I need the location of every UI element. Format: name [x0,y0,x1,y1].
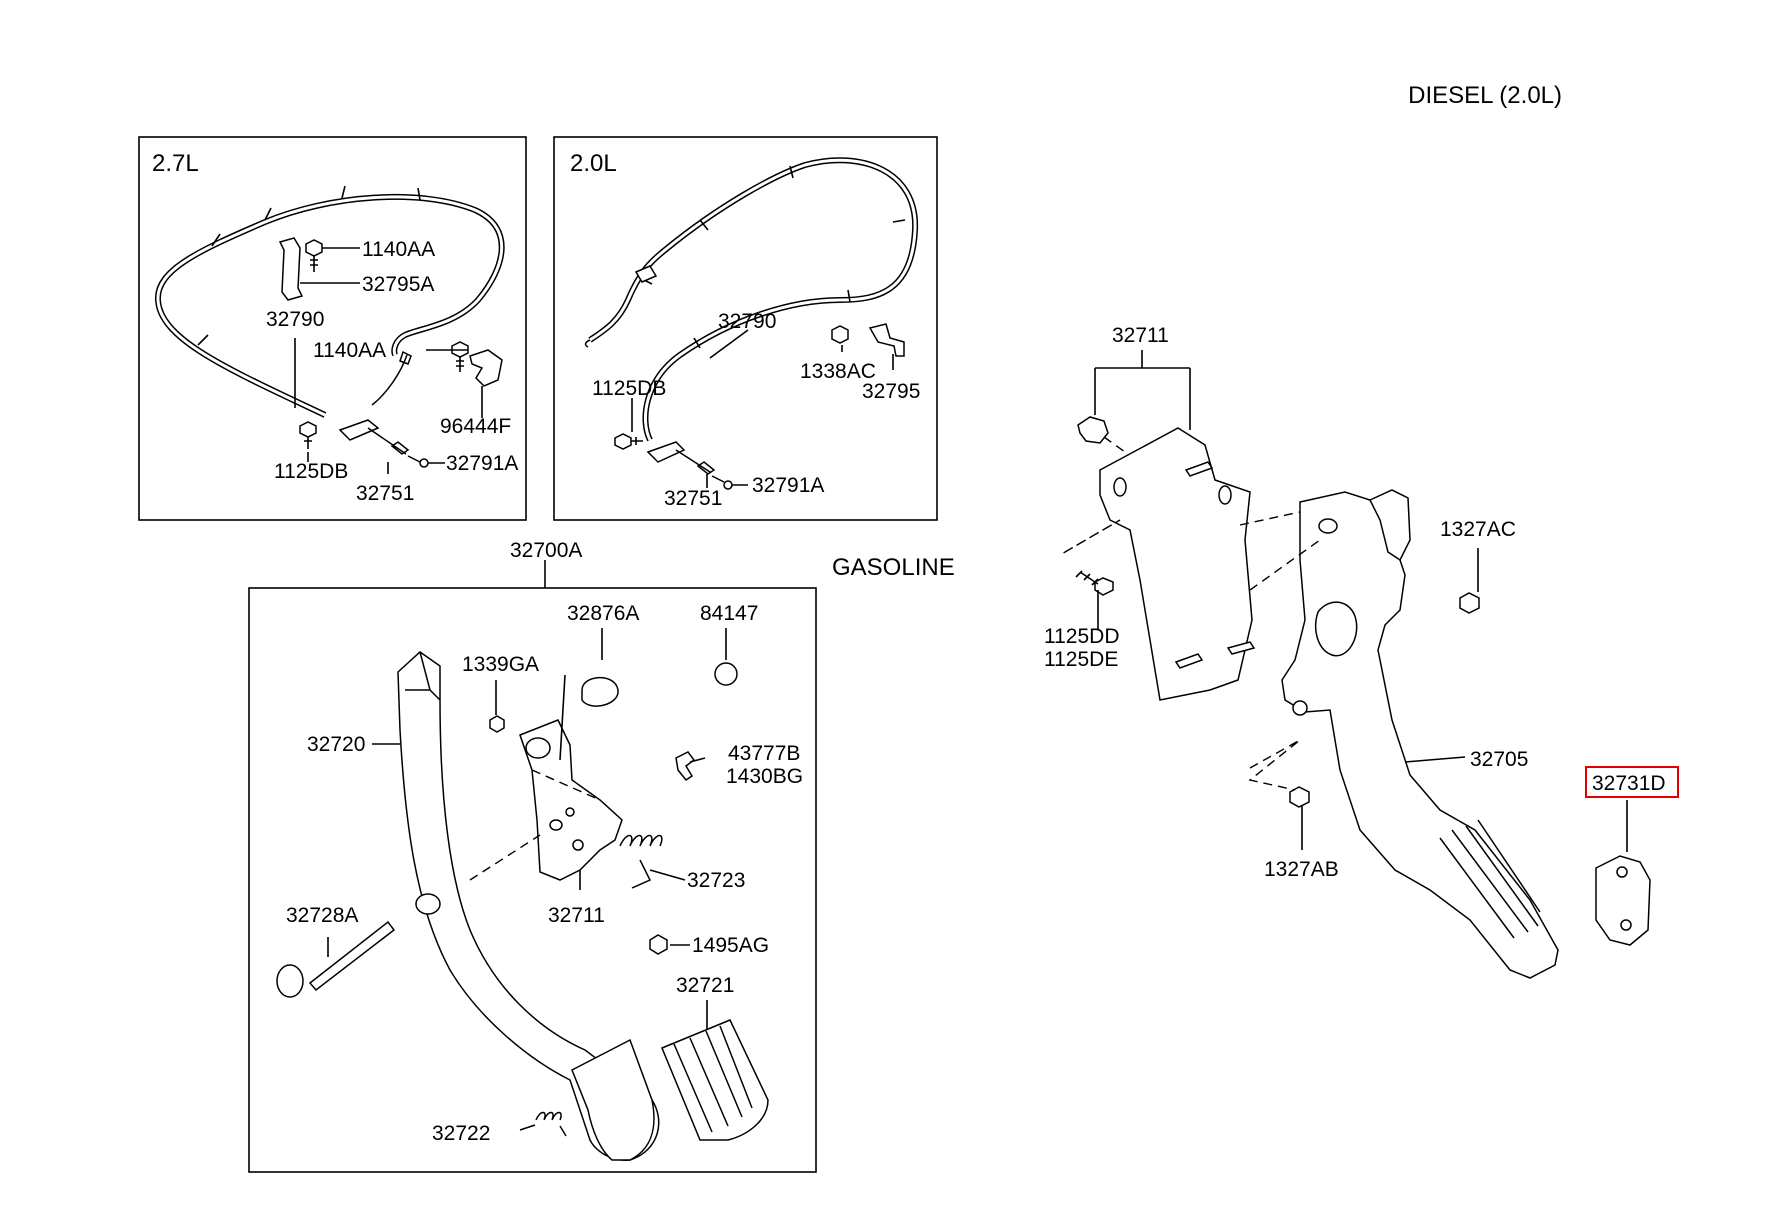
label-43777b: 43777B [728,742,800,765]
label-32795a: 32795A [362,273,434,296]
cap-84147 [714,662,738,686]
label-32876a: 32876A [567,602,639,625]
bracket-plate-32711 [1099,427,1253,701]
stopper-32876a [581,676,619,707]
spring-32722 [535,1111,567,1137]
nut-32711 [1077,416,1109,444]
cable-flange-2-7l [338,419,380,441]
pedal-pin-32728a [276,920,396,998]
label-96444f: 96444F [440,415,511,438]
label-1125db: 1125DB [274,460,348,483]
clip-32795 [868,323,905,357]
gasoline-assembly-frame [248,587,817,1173]
label-1339ga: 1339GA [462,653,539,676]
inset-2-7l: 2.7L 11 [138,136,527,521]
nut-1327ab [1289,786,1310,808]
label-32700a: 32700A [510,539,582,562]
label-1327ac: 1327AC [1440,518,1516,541]
nut-1327ac [1459,592,1480,614]
label-1327ab: 1327AB [1264,858,1339,881]
label-32720: 32720 [307,733,365,756]
label-1125de: 1125DE [1044,648,1118,671]
label-32791a-2-0l: 32791A [752,474,824,497]
cable-end-ball-2-7l [419,458,429,468]
label-32751: 32751 [356,482,414,505]
gasoline-label: GASOLINE [832,554,955,581]
plate-32731d [1595,855,1651,946]
bolt-1125dd [1075,570,1114,596]
label-1140aa-top: 1140AA [362,238,435,261]
inset-2-7l-frame [138,136,527,521]
bolt-1140aa-top [305,239,323,272]
label-1338ac: 1338AC [800,360,876,383]
pedal-module-pad [1439,819,1541,939]
clip-43777b [675,751,696,782]
label-1125db-2-0l: 1125DB [592,377,666,400]
cable-flange-2-0l [646,441,686,463]
nut-1495ag [649,934,668,955]
inset-2-0l-frame [553,136,938,521]
pedal-module-32705 [1281,491,1559,979]
cable-inner-2-7l [367,427,421,463]
gasoline-assembly: 32700A [248,539,817,1173]
cable-inner-2-0l [675,449,725,483]
cable-fitting-2-0l [634,265,658,283]
bolt-1125db-2-0l [614,433,643,450]
label-32711-gasoline: 32711 [548,904,605,927]
label-1140aa-mid: 1140AA [313,339,386,362]
diesel-assembly: 32711 1327AC 1125DD 1125DE 32705 32731D … [1044,324,1679,979]
bracket-32795a [278,237,304,301]
label-32711-diesel: 32711 [1112,324,1169,347]
label-32790-2-0l: 32790 [718,310,776,333]
cable-end-2-7l [371,350,412,406]
label-32722: 32722 [432,1122,490,1145]
inset-2-7l-title: 2.7L [152,150,199,177]
accelerator-cable-2-7l [154,185,505,418]
highlight-32731d [1585,766,1679,798]
bolt-1140aa-mid [451,341,469,372]
label-1430bg: 1430BG [726,765,803,788]
label-32751-2-0l: 32751 [664,487,722,510]
label-32705: 32705 [1470,748,1528,771]
pedal-pad-arm [571,1038,655,1161]
label-84147: 84147 [700,602,758,625]
label-32723: 32723 [687,869,745,892]
label-32795: 32795 [862,380,920,403]
pedal-pivot-hole [415,893,441,915]
nut-1339ga [489,715,505,733]
label-32721: 32721 [676,974,734,997]
bolt-1125db-2-7l [299,421,317,449]
inset-2-0l: 2.0L 32790 1338AC 32795 1125DB 32751 327… [553,136,938,521]
pedal-bracket-32711 [519,719,623,881]
bracket-96444f [469,349,503,387]
nut-1338ac [831,325,849,344]
cable-end-ball-2-0l [723,480,733,490]
inset-2-0l-title: 2.0L [570,150,617,177]
spring-32723 [619,834,663,889]
pedal-pad-32721 [661,1019,769,1141]
label-32728a: 32728A [286,904,358,927]
label-32731d: 32731D [1592,772,1666,795]
label-1495ag: 1495AG [692,934,769,957]
label-1125dd: 1125DD [1044,625,1120,648]
label-32791a: 32791A [446,452,518,475]
label-32790: 32790 [266,308,324,331]
cable-end-2-0l [584,339,591,348]
pedal-connector [1368,489,1411,562]
diagram-title: DIESEL (2.0L) [1408,82,1562,109]
